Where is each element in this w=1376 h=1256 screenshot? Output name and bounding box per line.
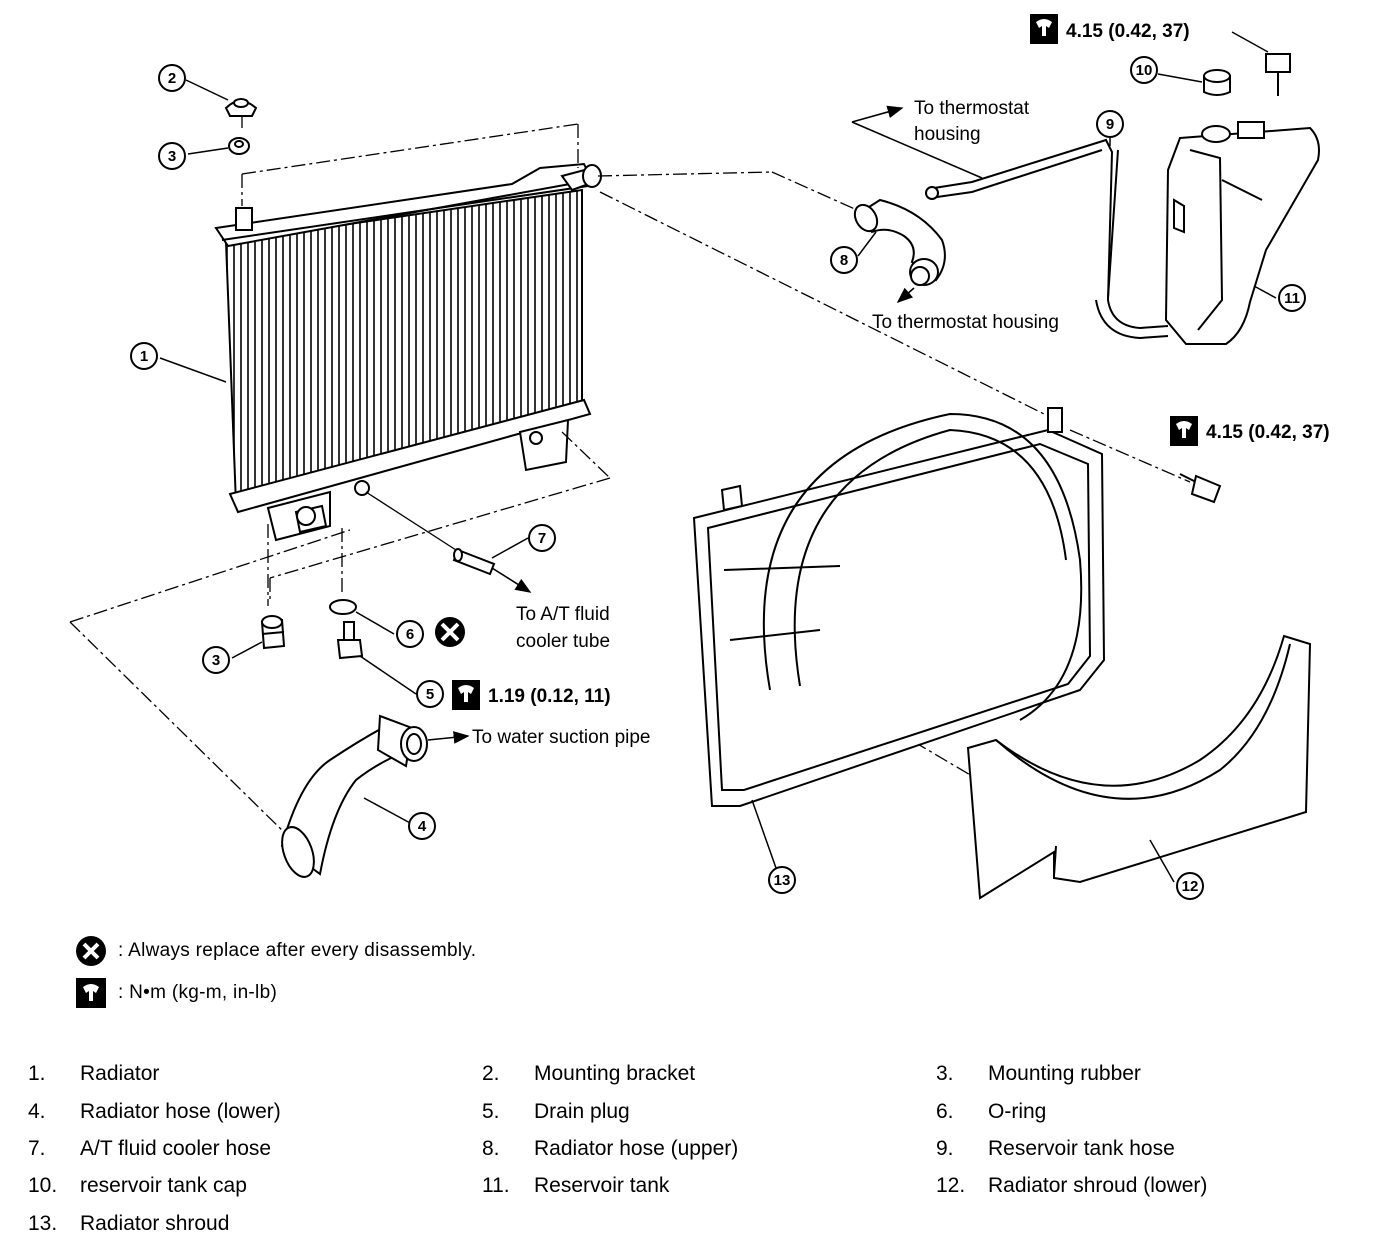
callout-1: 1 <box>130 342 158 370</box>
upper-radiator-hose <box>853 198 946 304</box>
svg-text:1.19 (0.12, 11): 1.19 (0.12, 11) <box>488 686 611 707</box>
reservoir-tank <box>1164 121 1320 345</box>
reservoir-bolt <box>1231 31 1291 96</box>
legend-torque-text: : N•m (kg-m, in-lb) <box>118 982 278 1003</box>
svg-text:6: 6 <box>406 626 414 643</box>
reservoir-tank-hose <box>925 138 1169 340</box>
svg-text:3: 3 <box>212 652 220 669</box>
svg-text:13: 13 <box>774 872 791 889</box>
annotation-to-thermostat-1: To thermostat <box>914 98 1030 119</box>
drain-plug <box>336 621 364 660</box>
svg-text:11: 11 <box>1284 290 1300 307</box>
radiator-shroud <box>692 407 1106 807</box>
callout-3-bottom: 3 <box>202 646 230 674</box>
mounting-rubber-top <box>228 137 250 155</box>
annotation-to-thermostat-housing: To thermostat housing <box>872 312 1059 333</box>
torque-legend-icon <box>74 976 108 1010</box>
svg-text:5: 5 <box>426 686 434 703</box>
legend-replace-text: : Always replace after every disassembly… <box>118 940 477 961</box>
reservoir-tank-cap <box>1203 69 1231 96</box>
callout-13: 13 <box>768 866 796 894</box>
at-fluid-cooler-hose <box>365 491 532 593</box>
annotation-to-at-fluid-2: cooler tube <box>516 631 610 652</box>
torque-wrench-icon <box>1176 421 1192 438</box>
mounting-rubber-bottom <box>260 615 286 650</box>
svg-text:4.15 (0.42, 37): 4.15 (0.42, 37) <box>1206 422 1330 443</box>
replace-legend-icon <box>74 934 108 968</box>
torque-shroud-bolt: 4.15 (0.42, 37) <box>1170 416 1330 446</box>
torque-drain-plug: 1.19 (0.12, 11) <box>452 680 611 710</box>
torque-reservoir-bolt: 4.15 (0.42, 37) <box>1030 14 1190 44</box>
svg-text:4.15 (0.42, 37): 4.15 (0.42, 37) <box>1066 21 1190 42</box>
svg-text:2: 2 <box>168 70 176 87</box>
callout-5: 5 <box>416 680 444 708</box>
svg-text:10: 10 <box>1136 62 1153 79</box>
callout-9: 9 <box>1096 110 1124 138</box>
radiator <box>214 162 602 542</box>
o-ring <box>329 599 357 615</box>
svg-text:12: 12 <box>1182 878 1199 895</box>
legend-torque: : N•m (kg-m, in-lb) <box>74 976 277 1010</box>
callout-3-top: 3 <box>158 142 186 170</box>
annotation-to-at-fluid-1: To A/T fluid <box>516 604 610 625</box>
radiator-shroud-lower <box>966 634 1312 900</box>
callout-6: 6 <box>396 620 424 648</box>
torque-wrench-icon <box>458 685 474 702</box>
exploded-view-diagram: 1 2 3 3 4 5 6 7 8 9 10 11 <box>69 14 1330 900</box>
leader-lines <box>159 73 1277 883</box>
thermostat-arrow-head <box>851 105 904 123</box>
annotation-to-thermostat-2: housing <box>914 124 981 145</box>
thermostat-arrow <box>851 121 983 179</box>
svg-text:7: 7 <box>538 530 546 547</box>
callout-10: 10 <box>1130 56 1158 84</box>
torque-wrench-icon <box>1036 19 1052 36</box>
lower-radiator-hose <box>280 714 470 878</box>
shroud-bolt <box>1179 473 1222 504</box>
callout-11: 11 <box>1278 284 1306 312</box>
callout-8: 8 <box>830 246 858 274</box>
mounting-bracket-top <box>224 98 258 117</box>
annotation-to-water-suction: To water suction pipe <box>472 727 651 748</box>
svg-text:4: 4 <box>418 818 427 835</box>
callout-2: 2 <box>158 64 186 92</box>
callout-4: 4 <box>408 812 436 840</box>
callout-7: 7 <box>528 524 556 552</box>
svg-text:1: 1 <box>140 348 148 365</box>
callout-12: 12 <box>1176 872 1204 900</box>
svg-text:9: 9 <box>1106 116 1114 133</box>
svg-text:3: 3 <box>168 148 176 165</box>
svg-text:8: 8 <box>840 252 848 269</box>
replace-icon <box>435 617 465 647</box>
legend-replace: : Always replace after every disassembly… <box>74 934 476 968</box>
